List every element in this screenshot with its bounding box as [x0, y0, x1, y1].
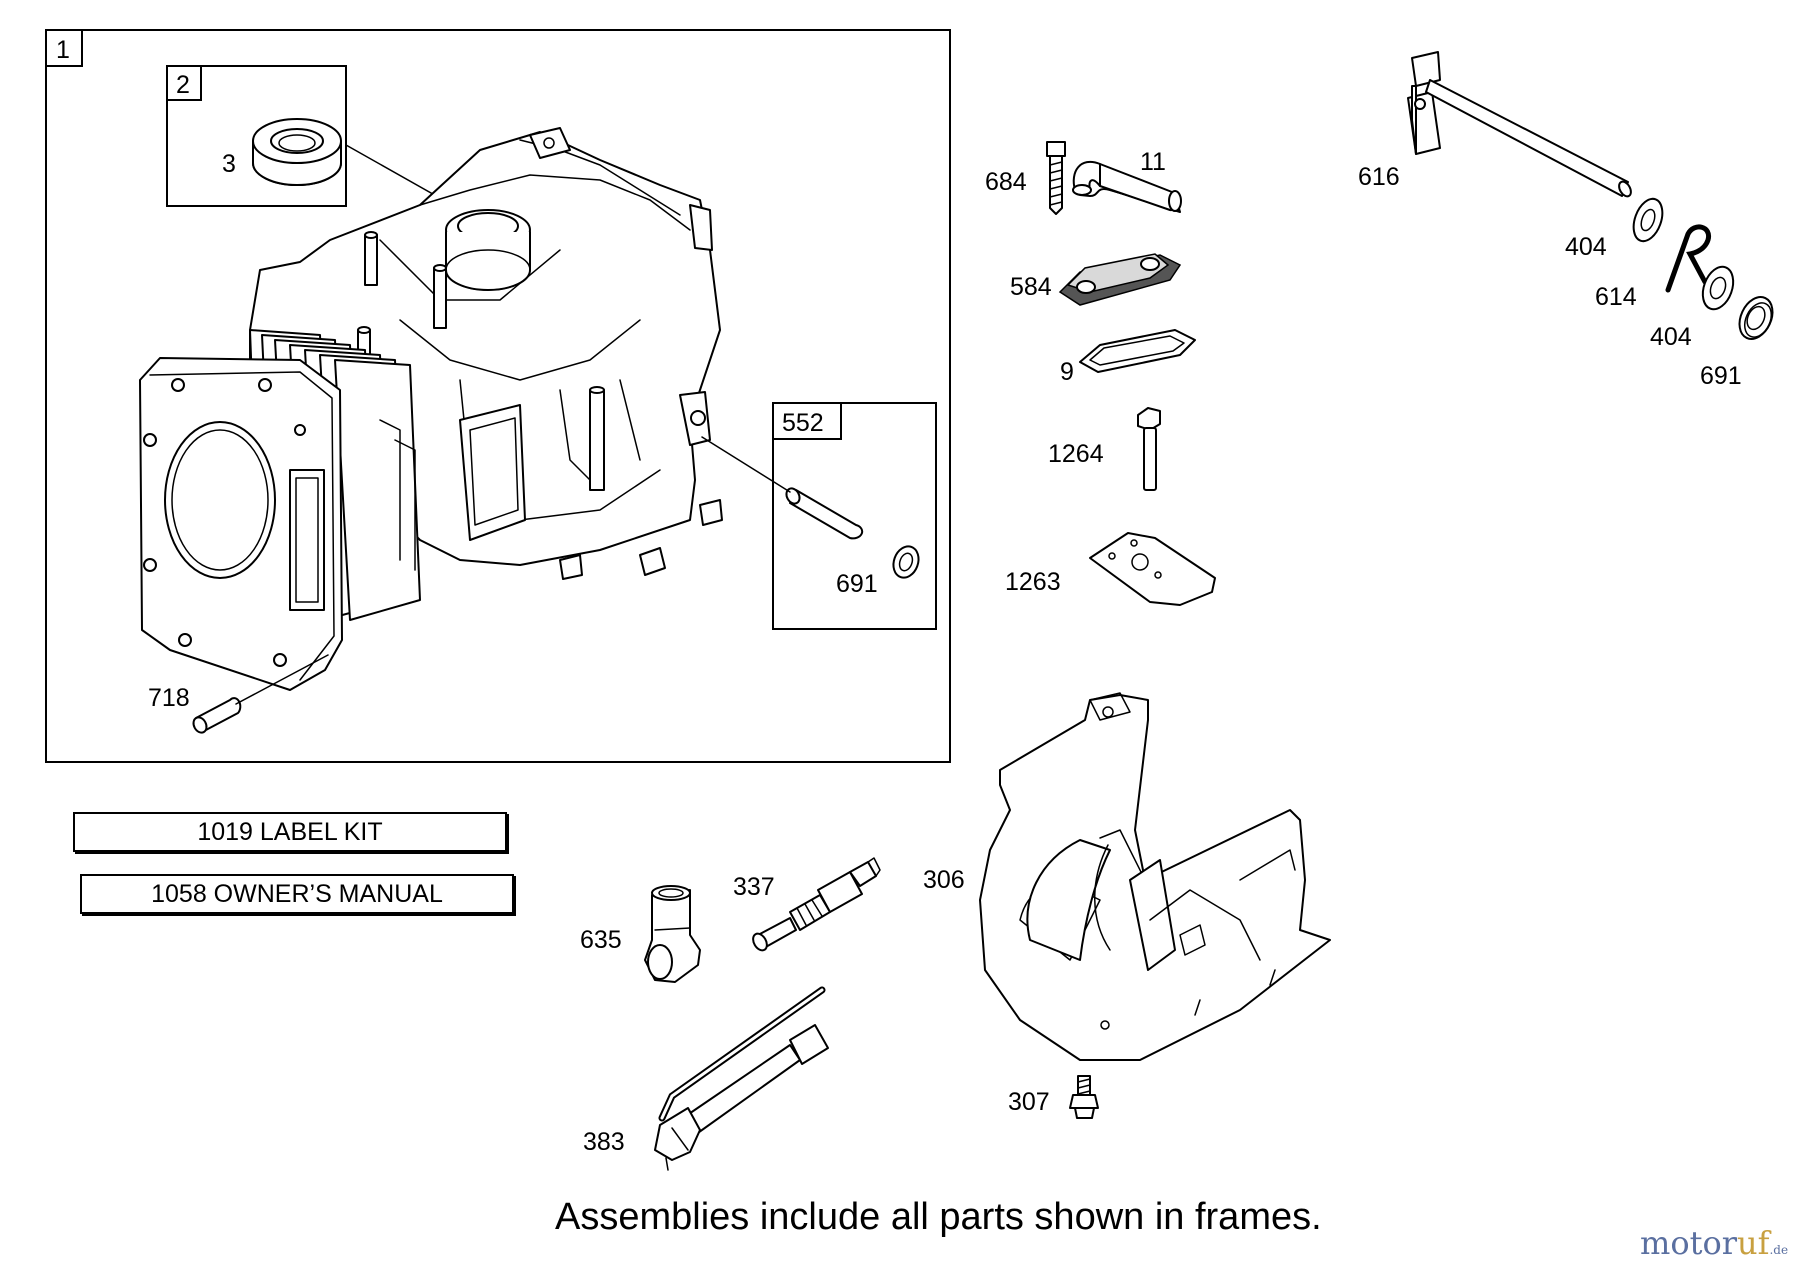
- kit-label-1058-text: 1058 OWNER’S MANUAL: [151, 880, 443, 908]
- callout-614: 614: [1595, 283, 1637, 311]
- callout-1264: 1264: [1048, 440, 1104, 468]
- part-404-washer-a: [1632, 197, 1664, 243]
- callout-404-a: 404: [1565, 233, 1607, 261]
- part-718-dowel: [192, 697, 242, 734]
- frame-number-1: 1: [56, 36, 70, 64]
- assembly-note: Assemblies include all parts shown in fr…: [555, 1196, 1322, 1238]
- logo-accent: uf: [1737, 1224, 1770, 1262]
- part-616-dipstick: [1407, 51, 1632, 198]
- part-635-spark-plug-boot: [644, 885, 701, 983]
- part-9-gasket: [1079, 329, 1196, 373]
- logo-main: motor: [1640, 1224, 1738, 1262]
- callout-691-frame: 691: [836, 570, 878, 598]
- part-383-spark-plug-wrench: [654, 986, 829, 1171]
- callout-635: 635: [580, 926, 622, 954]
- part-337-spark-plug: [752, 857, 881, 952]
- frame-number-552: 552: [782, 409, 824, 437]
- engine-cylinder-block: [139, 127, 723, 691]
- callout-691-right: 691: [1700, 362, 1742, 390]
- callout-1263: 1263: [1005, 568, 1061, 596]
- kit-label-1019: 1019 LABEL KIT: [73, 812, 507, 852]
- part-691-seal: [1738, 296, 1774, 340]
- part-684-bolt: [1046, 141, 1066, 215]
- callout-11: 11: [1140, 148, 1166, 176]
- part-614-hairpin-clip: [1665, 224, 1712, 293]
- callout-383: 383: [583, 1128, 625, 1156]
- assembly-frame-552: 552: [772, 402, 937, 630]
- callout-337: 337: [733, 873, 775, 901]
- callout-307: 307: [1008, 1088, 1050, 1116]
- assembly-frame-1: 1: [45, 29, 951, 763]
- part-691-seal-small: [892, 545, 920, 579]
- frame-number-2: 2: [176, 71, 190, 99]
- watermark-logo: motoruf.de: [1640, 1224, 1788, 1262]
- callout-584: 584: [1010, 273, 1052, 301]
- kit-label-1058: 1058 OWNER’S MANUAL: [80, 874, 514, 914]
- callout-9: 9: [1060, 358, 1074, 386]
- part-1264-bolt: [1137, 407, 1161, 491]
- callout-404-b: 404: [1650, 323, 1692, 351]
- callout-306: 306: [923, 866, 965, 894]
- part-404-washer-b: [1701, 265, 1735, 311]
- callout-718: 718: [148, 684, 190, 712]
- part-306-blower-housing: [979, 692, 1331, 1061]
- kit-label-1019-text: 1019 LABEL KIT: [197, 818, 383, 846]
- callout-3: 3: [222, 150, 236, 178]
- part-3-oil-seal: [252, 118, 342, 186]
- part-11-breather-tube: [1072, 161, 1182, 213]
- part-1263-plate: [1089, 532, 1216, 606]
- callout-616: 616: [1358, 163, 1400, 191]
- part-307-screw: [1069, 1075, 1099, 1119]
- part-584-breather-cover: [1058, 253, 1182, 306]
- logo-tld: .de: [1769, 1243, 1789, 1257]
- callout-684: 684: [985, 168, 1027, 196]
